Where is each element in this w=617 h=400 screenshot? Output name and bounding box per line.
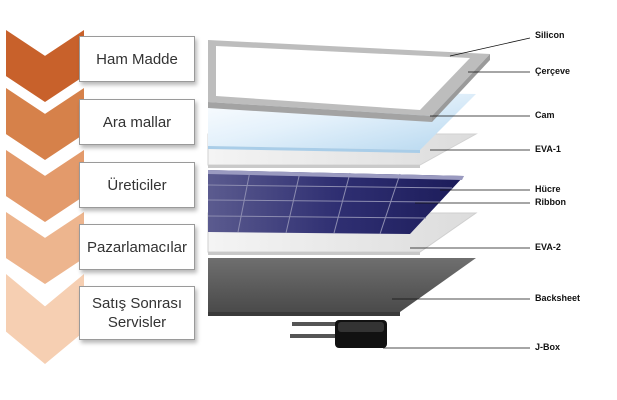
backsheet-layer bbox=[208, 258, 476, 316]
layer-label-eva1: EVA-1 bbox=[535, 144, 561, 154]
frame-layer bbox=[208, 40, 490, 122]
cell-layer bbox=[207, 170, 464, 235]
stage-label-raw-material: Ham Madde bbox=[79, 36, 195, 82]
stage-label-intermediate-goods: Ara mallar bbox=[79, 99, 195, 145]
stage-label-after-sales: Satış Sonrası Servisler bbox=[79, 286, 195, 340]
layer-label-eva2: EVA-2 bbox=[535, 242, 561, 252]
layer-label-ribbon: Ribbon bbox=[535, 197, 566, 207]
jbox bbox=[290, 320, 387, 348]
layer-label-glass: Cam bbox=[535, 110, 555, 120]
leader-lines bbox=[383, 37, 531, 349]
layer-label-frame: Çerçeve bbox=[535, 66, 571, 76]
stage-label-marketers: Pazarlamacılar bbox=[79, 224, 195, 270]
leader-silicon bbox=[449, 37, 531, 57]
ribbon-lines bbox=[207, 170, 453, 235]
layer-label-cell: Hücre bbox=[535, 184, 561, 194]
layer-label-jbox: J-Box bbox=[535, 342, 561, 352]
stage-label-manufacturers: Üreticiler bbox=[79, 162, 195, 208]
layer-label-silicon: Silicon bbox=[535, 30, 565, 40]
layer-label-backsheet: Backsheet bbox=[535, 293, 581, 303]
